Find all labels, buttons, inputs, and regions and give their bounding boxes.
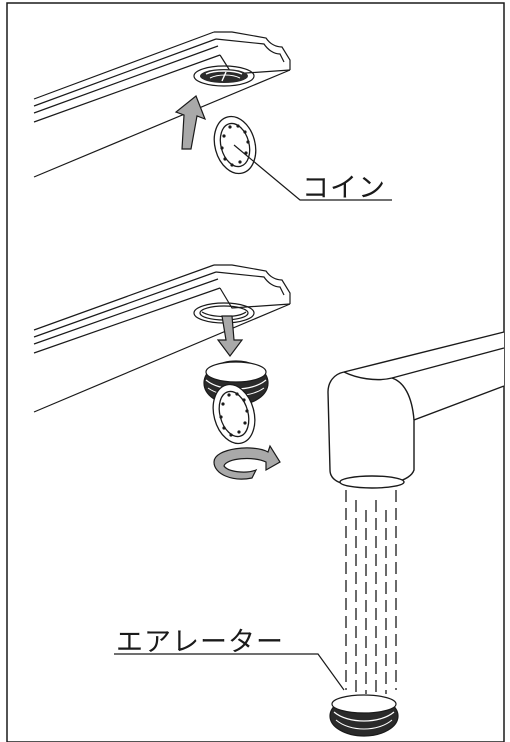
spout-underside-top [34,32,290,177]
up-arrow-icon [176,96,205,149]
coin-label: コイン [302,166,386,205]
faucet-spout [328,332,504,488]
aerator-leader-line [114,654,344,690]
rotate-arrow-icon [214,446,280,479]
coin [208,112,262,178]
aerator-slot-top [200,69,248,83]
water-stream [346,490,396,694]
aerator [330,695,398,736]
aerator-label: エアレーター [116,620,284,659]
